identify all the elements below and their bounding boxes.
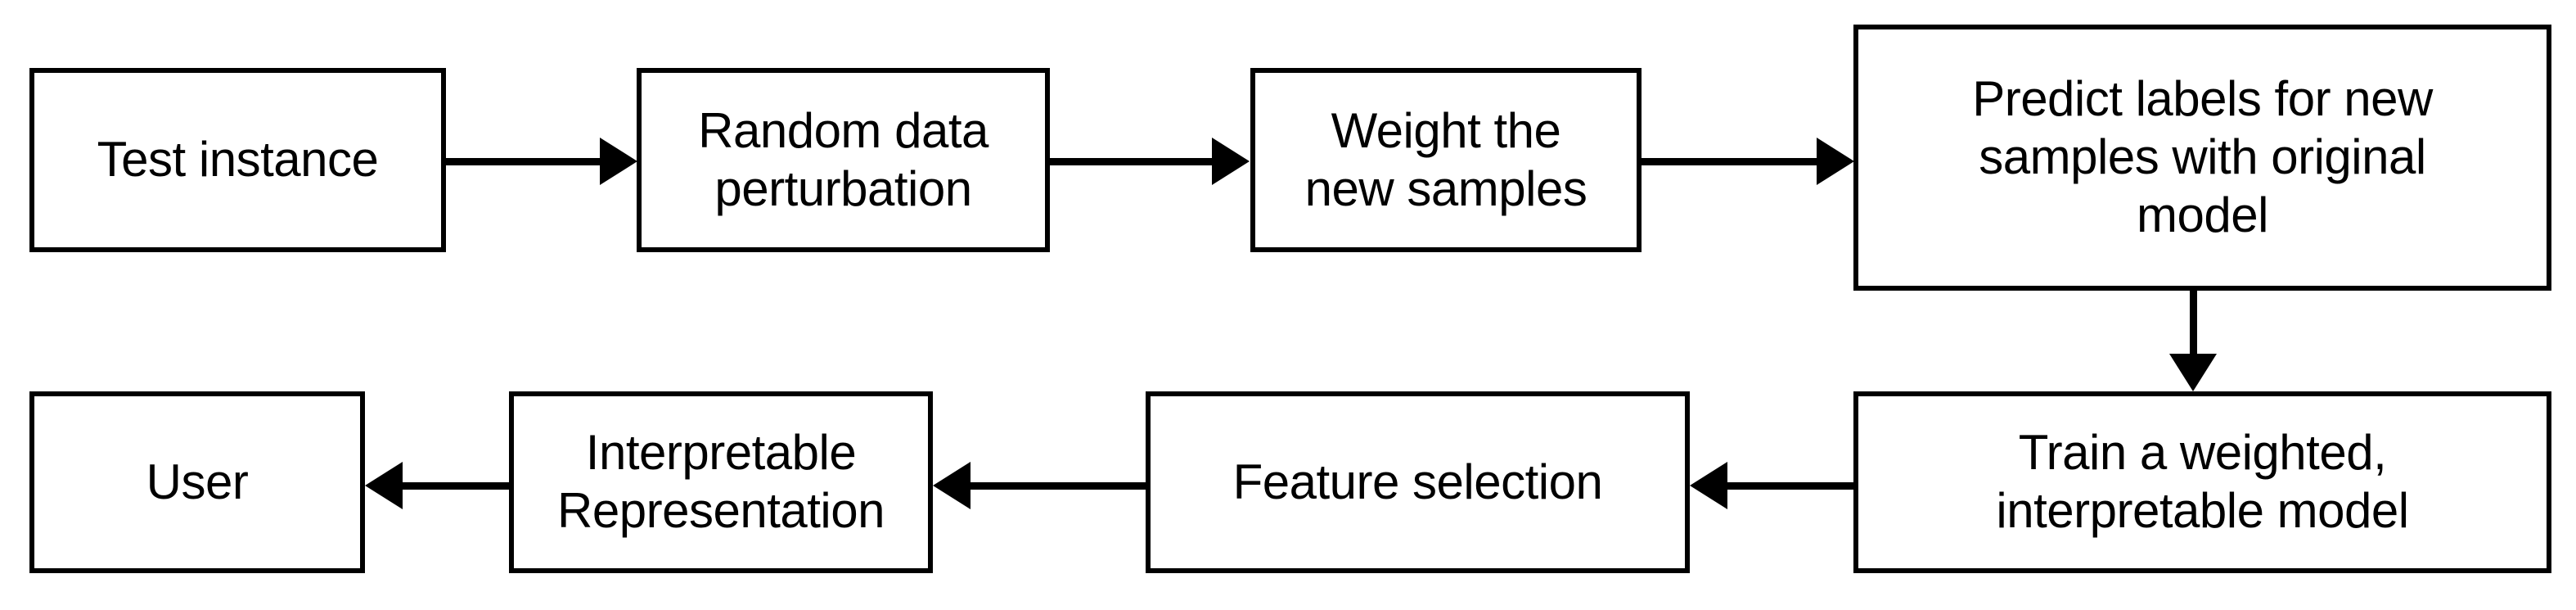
- edge-weight-samples-to-predict-labels: [1642, 158, 1817, 165]
- node-train-model-label: Train a weighted, interpretable model: [1996, 425, 2409, 538]
- node-user[interactable]: User: [29, 391, 365, 573]
- node-interpretable-representation[interactable]: Interpretable Representation: [509, 391, 933, 573]
- arrowhead-left-icon-e5: [1690, 462, 1727, 509]
- edge-interpretable-representation-to-user: [402, 482, 509, 490]
- node-predict-labels-label: Predict labels for new samples with orig…: [1972, 71, 2433, 242]
- node-random-perturbation[interactable]: Random data perturbation: [637, 68, 1050, 252]
- edge-random-perturbation-to-weight-samples: [1050, 158, 1213, 165]
- arrowhead-right-icon-e3: [1817, 138, 1854, 185]
- node-predict-labels[interactable]: Predict labels for new samples with orig…: [1853, 25, 2551, 291]
- node-random-perturbation-label: Random data perturbation: [698, 102, 989, 216]
- edge-train-model-to-feature-selection: [1727, 482, 1853, 490]
- node-train-model[interactable]: Train a weighted, interpretable model: [1853, 391, 2551, 573]
- node-feature-selection[interactable]: Feature selection: [1146, 391, 1690, 573]
- arrowhead-right-icon-e1: [600, 138, 637, 185]
- edge-predict-labels-to-train-model: [2190, 291, 2197, 356]
- node-weight-samples-label: Weight the new samples: [1304, 102, 1587, 216]
- node-feature-selection-label: Feature selection: [1232, 454, 1603, 509]
- arrowhead-down-icon-e4: [2169, 354, 2217, 391]
- arrowhead-left-icon-e7: [365, 462, 403, 509]
- node-weight-samples[interactable]: Weight the new samples: [1250, 68, 1642, 252]
- node-test-instance-label: Test instance: [97, 132, 379, 188]
- edge-feature-selection-to-interpretable-representation: [970, 482, 1146, 490]
- edge-test-instance-to-random-perturbation: [446, 158, 601, 165]
- node-interpretable-representation-label: Interpretable Representation: [557, 425, 885, 538]
- arrowhead-left-icon-e6: [933, 462, 971, 509]
- arrowhead-right-icon-e2: [1212, 138, 1250, 185]
- node-user-label: User: [146, 454, 249, 509]
- node-test-instance[interactable]: Test instance: [29, 68, 446, 252]
